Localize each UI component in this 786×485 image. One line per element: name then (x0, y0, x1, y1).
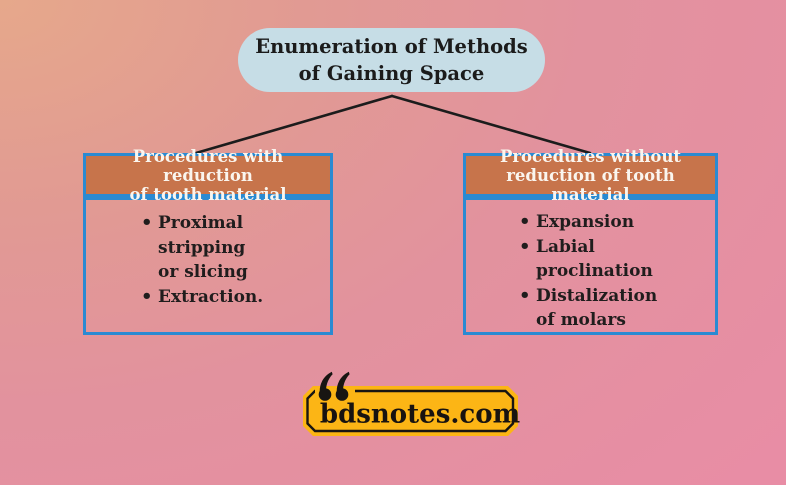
list-item: Proximal stripping or slicing (141, 211, 266, 285)
title-bubble: Enumeration of Methods of Gaining Space (238, 28, 545, 92)
badge-outer-shape (303, 386, 518, 436)
branch-with-reduction-header: Procedures with reduction of tooth mater… (83, 147, 333, 204)
connector-line-left (194, 94, 394, 155)
badge-border-gap (315, 387, 355, 395)
branch-without-reduction-header: Procedures without reduction of tooth ma… (463, 147, 718, 204)
header-line-1: Procedures without (499, 146, 682, 166)
badge-inner-border (306, 389, 515, 433)
list-item: Extraction. (141, 285, 266, 310)
branch-without-reduction-body: Expansion Labial proclination Distalizat… (463, 197, 718, 335)
list-item: Labial proclination (519, 235, 676, 284)
header-line-2: of tooth material (129, 184, 287, 204)
title-line-1: Enumeration of Methods (255, 35, 528, 58)
badge-text: bdsnotes.com (320, 400, 520, 430)
list-item: Distalization of molars (519, 284, 676, 333)
header-line-1: Procedures with reduction (132, 146, 284, 185)
branch-with-reduction: Procedures with reduction of tooth mater… (83, 147, 333, 335)
bullet-list: Expansion Labial proclination Distalizat… (466, 200, 715, 333)
title-line-2: of Gaining Space (298, 62, 485, 85)
branch-with-reduction-body: Proximal stripping or slicing Extraction… (83, 197, 333, 335)
quote-icon (318, 371, 350, 401)
branch-without-reduction: Procedures without reduction of tooth ma… (463, 147, 718, 335)
list-item: Expansion (519, 210, 676, 235)
connector-line-right (390, 94, 592, 155)
header-line-2: reduction of tooth material (506, 165, 675, 204)
bullet-list: Proximal stripping or slicing Extraction… (86, 200, 330, 309)
watermark-badge: bdsnotes.com (301, 370, 520, 440)
